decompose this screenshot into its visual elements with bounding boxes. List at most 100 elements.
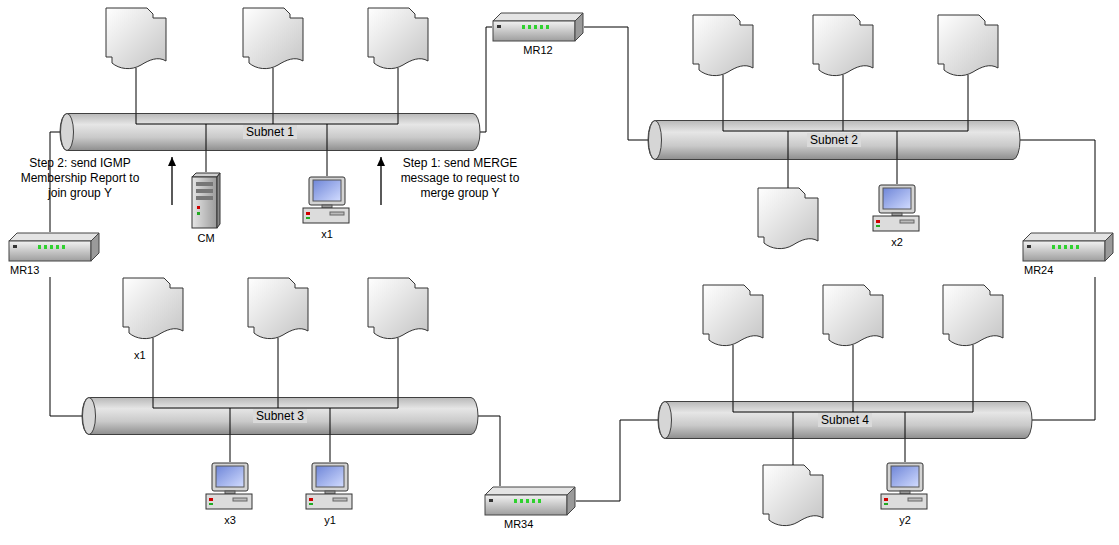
wire-line	[273, 114, 274, 125]
host-node: x2	[872, 184, 922, 249]
shape-rect	[50, 245, 53, 249]
network-link	[480, 27, 492, 132]
shape-rect	[532, 499, 535, 503]
step-note: Step 2: send IGMP Membership Report to j…	[15, 156, 145, 201]
host-node: y2	[880, 462, 930, 527]
tube-end	[83, 398, 96, 435]
shape-rect	[528, 25, 531, 29]
shape-face	[1105, 233, 1113, 261]
router-icon	[1022, 232, 1114, 262]
shape-rect	[887, 463, 923, 491]
host-tag: x1	[132, 349, 148, 362]
wire-line	[843, 121, 844, 132]
host-shape	[368, 278, 428, 339]
shape-rect	[883, 188, 911, 209]
host-icon	[205, 462, 255, 512]
drop-line	[273, 68, 274, 113]
shape-rect	[192, 177, 217, 228]
wire-line	[973, 402, 974, 413]
network-link	[584, 27, 648, 140]
wire-line	[723, 131, 968, 132]
network-link	[50, 277, 82, 416]
shape-rect	[884, 498, 888, 501]
drop-line	[793, 439, 794, 465]
shape-rect	[38, 245, 41, 249]
network-link	[327, 151, 328, 176]
shape-rect	[197, 212, 200, 215]
wire-line	[733, 402, 734, 413]
host-node: y1	[305, 462, 355, 527]
shape-rect	[1064, 245, 1067, 249]
wire-line	[897, 131, 898, 160]
tube-end	[61, 114, 74, 151]
shape-rect	[891, 466, 919, 487]
network-link	[230, 435, 231, 462]
shape-rect	[526, 499, 529, 503]
subnet-label: Subnet 2	[807, 133, 861, 147]
wire-line	[136, 114, 137, 125]
shape-rect	[1023, 241, 1105, 261]
shape-rect	[196, 182, 213, 186]
shape-rect	[1076, 245, 1079, 249]
network-link	[897, 160, 898, 184]
shape-rect	[233, 498, 247, 501]
shape-rect	[306, 494, 352, 509]
drop-line	[136, 68, 137, 113]
router-node: MR24	[1022, 232, 1114, 277]
shape-rect	[196, 189, 213, 193]
subnet-label: Subnet 1	[243, 125, 297, 139]
host-icon	[305, 462, 355, 512]
host-label: y2	[880, 514, 930, 527]
shape-rect	[313, 180, 341, 201]
shape-face	[575, 13, 583, 41]
step-arrow	[171, 157, 172, 205]
router-node: MR13	[8, 232, 100, 277]
host-shape	[823, 285, 883, 346]
router-label: MR34	[484, 518, 576, 531]
drop-line	[853, 345, 854, 401]
router-label: MR13	[8, 264, 100, 277]
network-link	[1032, 277, 1095, 420]
shape-outline	[82, 398, 478, 435]
shape-rect	[493, 21, 575, 41]
server-node: CM	[190, 172, 222, 245]
subnet-label: Subnet 3	[253, 409, 307, 423]
shape-rect	[522, 25, 525, 29]
server-icon	[190, 172, 222, 230]
shape-rect	[876, 220, 880, 223]
host-shape	[368, 8, 428, 69]
network-link	[576, 420, 658, 501]
host-shape	[703, 285, 763, 346]
network-link	[1020, 140, 1095, 232]
shape-outline	[648, 121, 1020, 160]
shape-face	[485, 487, 575, 495]
subnet-segment: Subnet 1	[60, 113, 480, 151]
shape-rect	[309, 177, 345, 205]
shape-rect	[534, 25, 537, 29]
shape-rect	[1058, 245, 1061, 249]
shape-rect	[900, 220, 914, 223]
wire-line	[206, 124, 207, 151]
shape-rect	[546, 25, 549, 29]
shape-outline	[60, 114, 480, 151]
shape-face	[1023, 233, 1113, 241]
shape-rect	[306, 212, 310, 215]
wire-line	[330, 408, 331, 435]
server-label: CM	[190, 232, 222, 245]
drop-line	[788, 160, 789, 188]
shape-rect	[879, 185, 915, 213]
host-icon	[872, 184, 922, 234]
shape-rect	[206, 494, 252, 509]
shape-rect	[44, 245, 47, 249]
shape-rect	[540, 25, 543, 29]
drop-line	[398, 68, 399, 113]
host-shape	[106, 8, 166, 69]
subnet-segment: Subnet 3	[82, 397, 478, 435]
host-node: x1	[302, 176, 352, 241]
drop-line	[723, 75, 724, 120]
wire-line	[723, 121, 724, 132]
wire-line	[788, 131, 789, 160]
shape-rect	[9, 241, 91, 261]
wire-line	[793, 412, 794, 439]
shape-rect	[316, 466, 344, 487]
